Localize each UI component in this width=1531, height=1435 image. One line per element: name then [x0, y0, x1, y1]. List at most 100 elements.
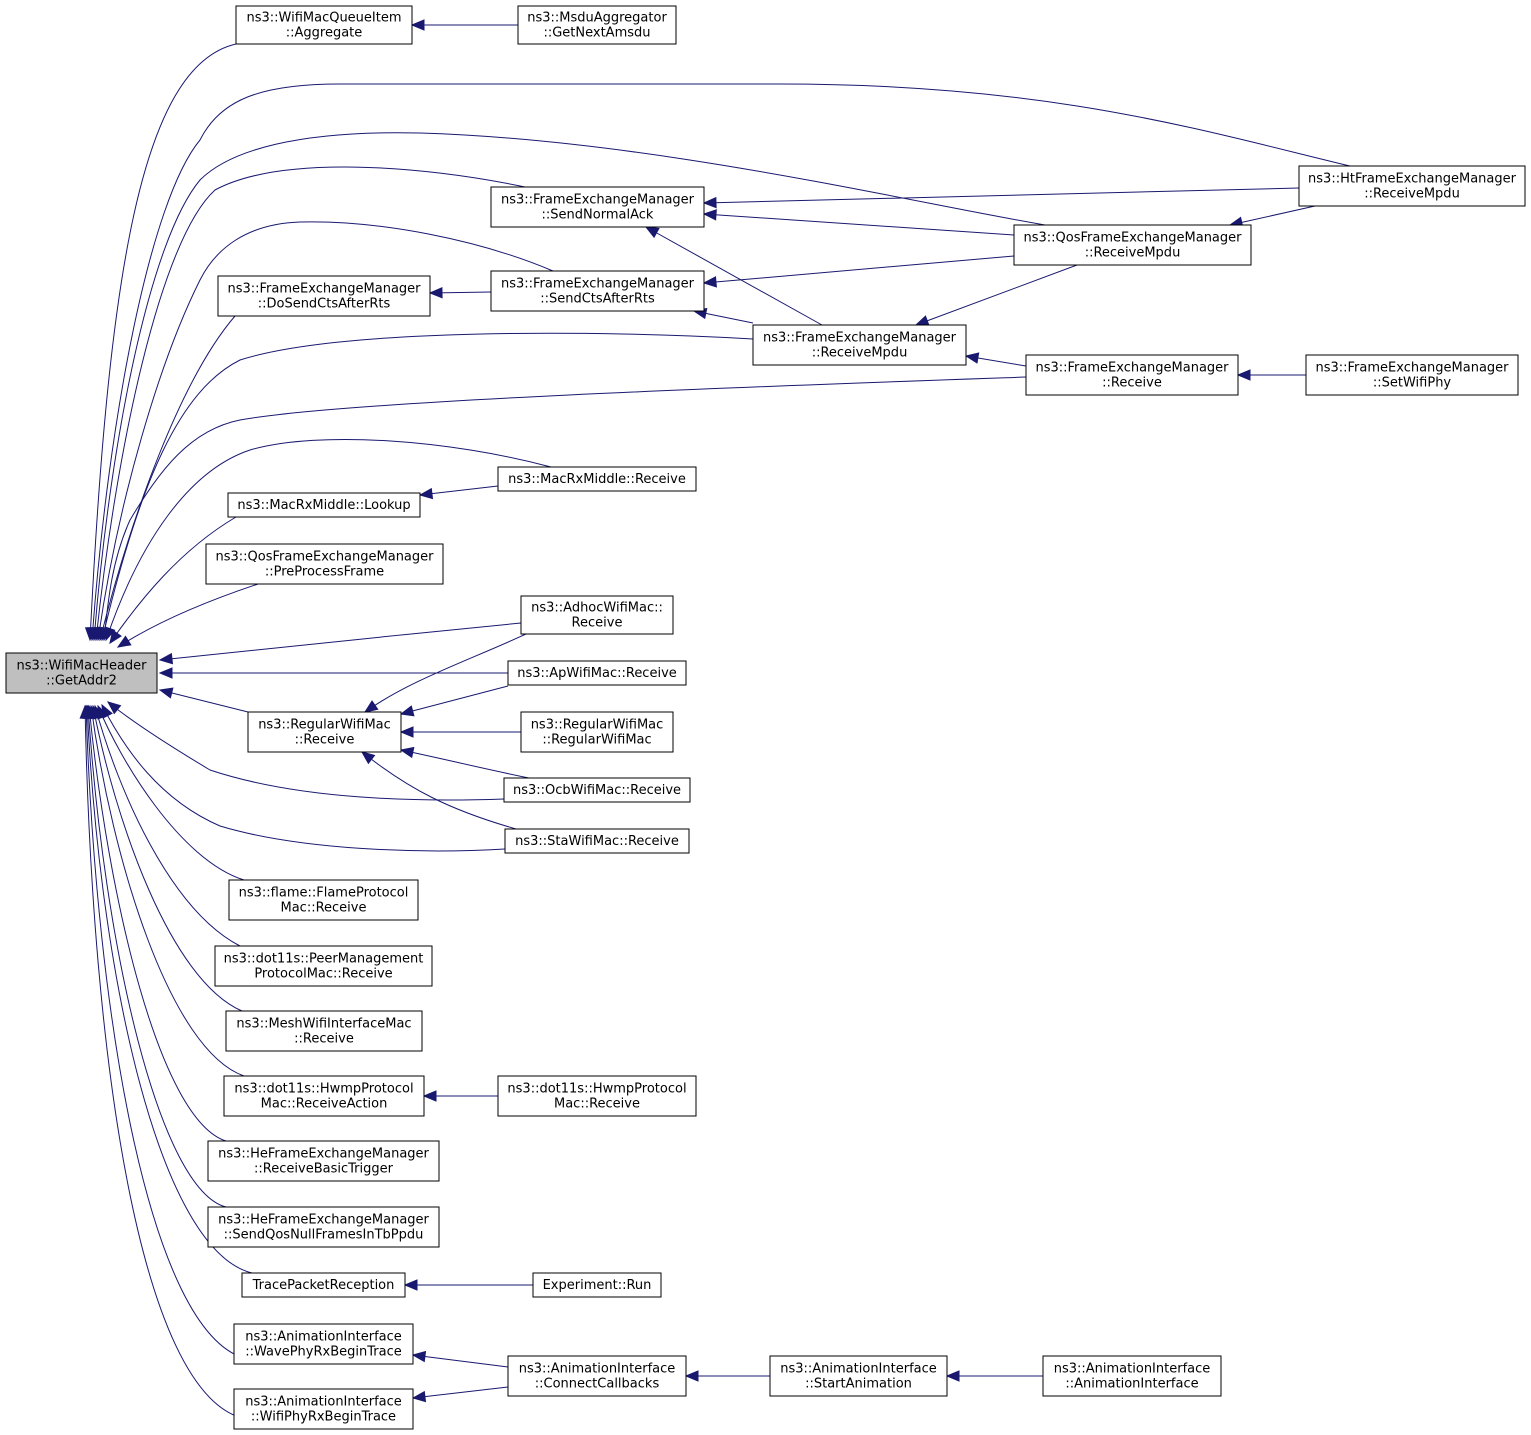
graph-node[interactable]: Experiment::Run	[532, 1272, 662, 1298]
node-label-line: Mac::ReceiveAction	[261, 1097, 388, 1112]
node-label-line: ns3::flame::FlameProtocol	[239, 886, 409, 901]
edge-line	[97, 705, 245, 881]
edge-n3-to-n4	[702, 187, 1300, 209]
arrowhead-icon	[109, 629, 122, 645]
node-label-line: ns3::AnimationInterface	[519, 1362, 676, 1377]
graph-node[interactable]: ns3::MacRxMiddle::Receive	[497, 466, 697, 492]
arrowhead-icon	[702, 209, 717, 221]
graph-node[interactable]: ns3::RegularWifiMac::RegularWifiMac	[520, 711, 674, 753]
edge-n15-to-n16	[399, 685, 509, 717]
edge-n8-to-n4	[644, 226, 823, 326]
node-label-line: ::Aggregate	[286, 26, 363, 41]
node-box	[752, 324, 967, 366]
graph-node[interactable]: ns3::AnimationInterface::StartAnimation	[769, 1355, 948, 1397]
node-box	[1042, 1355, 1222, 1397]
node-label-line: ns3::HeFrameExchangeManager	[218, 1213, 429, 1228]
graph-node[interactable]: ns3::FrameExchangeManager::SetWifiPhy	[1305, 354, 1519, 396]
node-label-line: ::ConnectCallbacks	[535, 1377, 660, 1392]
node-box	[504, 828, 690, 854]
graph-node[interactable]: ns3::AnimationInterface::WifiPhyRxBeginT…	[233, 1388, 414, 1430]
node-label-line: ::StartAnimation	[805, 1377, 912, 1392]
graph-node[interactable]: ns3::HeFrameExchangeManager::ReceiveBasi…	[207, 1140, 440, 1182]
edge-n15-to-root	[158, 667, 508, 679]
node-label-line: ::Receive	[294, 1032, 354, 1047]
node-label-line: ns3::QosFrameExchangeManager	[1023, 231, 1242, 246]
arrowhead-icon	[684, 1370, 699, 1382]
edge-line	[117, 583, 259, 648]
edge-n31-to-n30	[411, 1386, 509, 1403]
graph-node[interactable]: ns3::OcbWifiMac::Receive	[503, 777, 691, 803]
node-box	[225, 1010, 423, 1052]
edges-layer	[79, 19, 1351, 1419]
graph-node[interactable]: ns3::MacRxMiddle::Lookup	[227, 492, 421, 518]
arrowhead-icon	[964, 352, 980, 364]
arrowhead-icon	[403, 1279, 418, 1291]
graph-node[interactable]: ns3::FrameExchangeManager::SendNormalAck	[490, 186, 705, 228]
node-label-line: ::AnimationInterface	[1065, 1377, 1198, 1392]
graph-node[interactable]: ns3::FrameExchangeManager::SendCtsAfterR…	[490, 270, 705, 312]
graph-node[interactable]: ns3::FrameExchangeManager::Receive	[1025, 354, 1239, 396]
node-box	[233, 1388, 414, 1430]
graph-node[interactable]: ns3::dot11s::HwmpProtocolMac::ReceiveAct…	[223, 1075, 425, 1117]
graph-node[interactable]: ns3::HeFrameExchangeManager::SendQosNull…	[207, 1206, 440, 1248]
arrowhead-icon	[428, 287, 443, 299]
node-label-line: ::RegularWifiMac	[542, 733, 651, 748]
edge-n10-to-n9	[1236, 369, 1306, 381]
node-label-line: ns3::AdhocWifiMac::	[531, 601, 663, 616]
edge-n24-to-n23	[422, 1090, 498, 1102]
arrowhead-icon	[363, 700, 379, 713]
root-node[interactable]: ns3::WifiMacHeader::GetAddr2	[5, 652, 158, 694]
graph-node[interactable]: ns3::QosFrameExchangeManager::PreProcess…	[205, 543, 444, 585]
edge-n16-to-root	[158, 687, 249, 713]
node-label-line: ns3::FrameExchangeManager	[501, 277, 695, 292]
nodes-layer: ns3::WifiMacHeader::GetAddr2 ns3::WifiMac…	[5, 5, 1526, 1430]
node-label-line: ::ReceiveBasicTrigger	[254, 1162, 394, 1177]
edge-n28-to-n27	[403, 1279, 533, 1291]
edge-n25-to-root	[84, 704, 227, 1142]
node-label-line: ns3::FrameExchangeManager	[763, 331, 957, 346]
graph-node[interactable]: ns3::RegularWifiMac::Receive	[247, 711, 402, 753]
edge-line	[1229, 205, 1316, 226]
graph-node[interactable]: ns3::WifiMacQueueItem::Aggregate	[235, 5, 413, 45]
node-box	[227, 492, 421, 518]
arrowhead-icon	[158, 667, 173, 679]
edge-n31-to-n29	[411, 1350, 509, 1368]
arrowhead-icon	[644, 226, 660, 239]
node-label-line: ns3::AnimationInterface	[1054, 1362, 1211, 1377]
node-label-line: Receive	[572, 616, 623, 631]
node-label-line: ns3::RegularWifiMac	[531, 718, 664, 733]
graph-node[interactable]: ns3::dot11s::PeerManagementProtocolMac::…	[214, 945, 433, 987]
edge-line	[91, 83, 1351, 641]
graph-node[interactable]: ns3::FrameExchangeManager::ReceiveMpdu	[752, 324, 967, 366]
graph-node[interactable]: ns3::FrameExchangeManager::DoSendCtsAfte…	[217, 275, 431, 317]
graph-node[interactable]: ns3::StaWifiMac::Receive	[504, 828, 690, 854]
graph-node[interactable]: ns3::AdhocWifiMac::Receive	[520, 595, 674, 635]
graph-node[interactable]: ns3::QosFrameExchangeManager::ReceiveMpd…	[1013, 224, 1252, 266]
node-label-line: ::Receive	[1102, 376, 1162, 391]
node-label-line: ::SendNormalAck	[542, 208, 654, 223]
graph-node[interactable]: ns3::ApWifiMac::Receive	[507, 660, 687, 686]
edge-line	[703, 213, 1015, 236]
node-label-line: Mac::Receive	[281, 901, 367, 916]
edge-line	[361, 751, 517, 830]
graph-node[interactable]: ns3::MeshWifiInterfaceMac::Receive	[225, 1010, 423, 1052]
graph-node[interactable]: ns3::AnimationInterface::AnimationInterf…	[1042, 1355, 1222, 1397]
arrowhead-icon	[914, 315, 930, 327]
graph-node[interactable]: ns3::AnimationInterface::ConnectCallback…	[507, 1355, 687, 1397]
edge-n18-to-n16	[399, 746, 530, 779]
node-box	[214, 945, 433, 987]
node-label-line: TracePacketReception	[252, 1278, 395, 1293]
node-box	[207, 1206, 440, 1248]
edge-line	[87, 705, 227, 1208]
graph-node[interactable]: ns3::MsduAggregator::GetNextAmsdu	[517, 5, 677, 45]
edge-line	[703, 255, 1015, 284]
graph-node[interactable]: TracePacketReception	[241, 1272, 406, 1298]
graph-node[interactable]: ns3::AnimationInterface::WavePhyRxBeginT…	[233, 1323, 414, 1365]
arrowhead-icon	[411, 1350, 427, 1363]
node-label-line: ::PreProcessFrame	[265, 565, 384, 580]
edge-n5-to-n8	[914, 264, 1078, 327]
graph-node[interactable]: ns3::HtFrameExchangeManager::ReceiveMpdu	[1298, 165, 1526, 207]
